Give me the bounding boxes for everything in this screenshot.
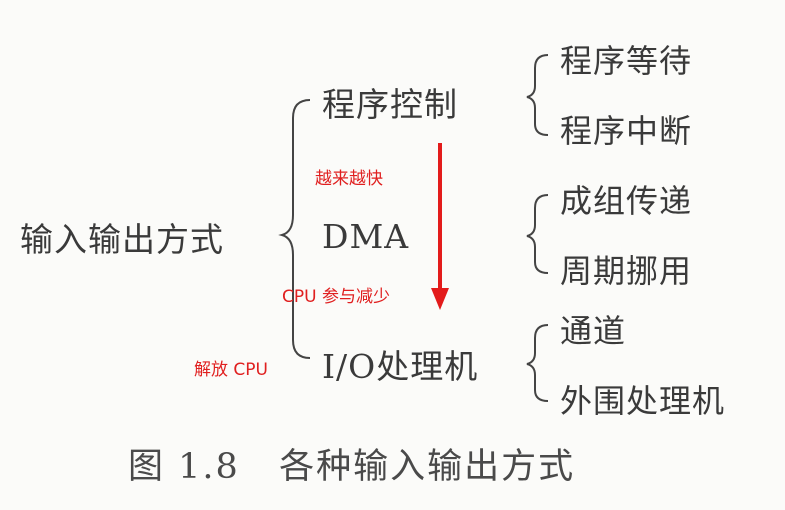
annotation-free-cpu: 解放 CPU (194, 360, 268, 380)
annotation-faster: 越来越快 (315, 169, 383, 189)
sub-channel: 通道 (560, 312, 627, 350)
method-dma: DMA (322, 217, 410, 256)
annotation-cpu-less: CPU 参与减少 (282, 287, 390, 307)
figure-caption: 图 1.8 各种输入输出方式 (128, 447, 576, 487)
root-brace (278, 99, 311, 359)
sub-program-interrupt: 程序中断 (560, 112, 693, 150)
speed-arrow-head (431, 288, 449, 310)
root-label: 输入输出方式 (20, 220, 224, 259)
sub-cycle-stealing: 周期挪用 (560, 252, 693, 290)
brace-program-control (526, 54, 549, 136)
sub-block-transfer: 成组传递 (560, 182, 693, 220)
sub-peripheral-processor: 外围处理机 (560, 382, 726, 420)
brace-io-processor (526, 324, 549, 402)
sub-program-wait: 程序等待 (560, 42, 693, 80)
brace-dma (526, 194, 549, 274)
method-io-processor: I/O处理机 (322, 347, 479, 386)
method-program-control: 程序控制 (322, 85, 458, 124)
